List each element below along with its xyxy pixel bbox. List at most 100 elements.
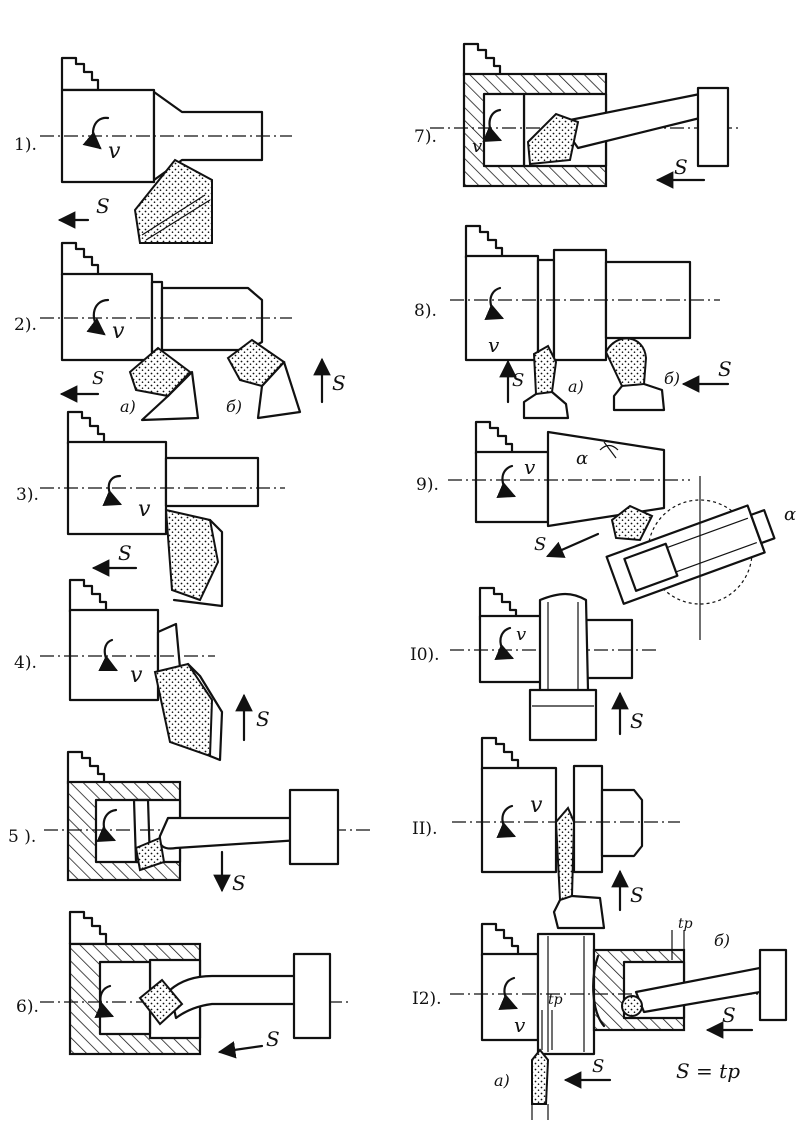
operation-7: 7). v S xyxy=(414,42,740,189)
label-s: S xyxy=(232,871,246,895)
label-s: S xyxy=(630,709,644,733)
chuck-jaw xyxy=(474,420,514,456)
boring-bar xyxy=(158,816,302,850)
label-b: б) xyxy=(226,397,242,416)
chuck-body xyxy=(480,766,558,874)
operation-2: 2). v S a) б) S xyxy=(14,241,346,422)
rotation-arrow xyxy=(96,808,118,842)
workpiece xyxy=(150,280,164,354)
rotation-arrow xyxy=(498,976,519,1011)
operation-3: 3). v S xyxy=(16,410,285,608)
label-n8: 8). xyxy=(414,301,437,321)
workpiece-shaft xyxy=(600,788,644,858)
chuck-jaw xyxy=(462,42,502,78)
operation-11: II). v S xyxy=(412,736,680,930)
workpiece xyxy=(164,456,260,508)
label-n11: II). xyxy=(412,819,437,839)
operation-10: I0). v S xyxy=(410,586,660,742)
label-n5: 5 ). xyxy=(8,827,36,847)
parting-tool xyxy=(554,806,576,902)
label-v: v xyxy=(108,139,121,164)
label-n4: 4). xyxy=(14,653,37,673)
tool-holder xyxy=(288,788,340,866)
label-tp-bottom: tp xyxy=(548,992,563,1008)
label-n6: 6). xyxy=(16,997,39,1017)
workpiece xyxy=(552,248,608,362)
cutting-tool xyxy=(164,508,220,602)
label-n2: 2). xyxy=(14,315,37,335)
cutting-tool xyxy=(133,158,213,244)
label-n12: I2). xyxy=(412,989,442,1009)
label-s2: S xyxy=(718,357,732,381)
chuck-jaw xyxy=(60,56,100,92)
rotation-arrow xyxy=(102,474,123,506)
rotation-arrow xyxy=(496,804,517,839)
rotation-arrow xyxy=(494,626,515,661)
cutting-tool-b xyxy=(604,337,648,388)
workpiece xyxy=(572,764,604,874)
cutting-tool-a xyxy=(531,1048,550,1105)
chuck-jaw xyxy=(68,910,108,946)
label-b: б) xyxy=(714,931,730,950)
label-s: S xyxy=(256,707,270,731)
cutting-tool xyxy=(526,112,580,166)
label-a: a) xyxy=(120,397,136,416)
rotation-arrow xyxy=(496,464,517,499)
operation-1: 1). v S xyxy=(14,56,292,244)
operation-9: α 9). v S α xyxy=(416,420,796,640)
label-v: v xyxy=(530,793,543,818)
chuck-jaw xyxy=(480,922,520,958)
rotation-arrow xyxy=(94,984,115,1019)
rotation-arrow xyxy=(482,108,503,142)
label-v: v xyxy=(112,319,125,344)
label-n10: I0). xyxy=(410,645,440,665)
label-v: v xyxy=(472,136,482,157)
rotation-arrow xyxy=(82,116,110,150)
label-tp-top: tp xyxy=(678,916,693,932)
label-s: S xyxy=(534,534,546,555)
operation-6: 6). S xyxy=(16,910,350,1059)
workpiece-shaft xyxy=(160,286,264,352)
chuck-body xyxy=(480,952,540,1042)
label-alpha: α xyxy=(576,448,588,469)
cutting-tool xyxy=(610,504,654,542)
label-n3: 3). xyxy=(16,485,39,505)
form-roller xyxy=(538,592,590,699)
label-alpha2: α xyxy=(784,504,796,525)
label-s: S xyxy=(266,1027,280,1051)
operation-4: 4). v S xyxy=(14,578,270,762)
chuck-jaw xyxy=(480,736,520,772)
chuck-jaw xyxy=(66,750,106,786)
chuck-jaw xyxy=(464,224,504,260)
roller-holder xyxy=(528,688,598,742)
tool-slide xyxy=(605,504,776,605)
rotation-arrow xyxy=(98,638,118,672)
label-v: v xyxy=(138,497,151,522)
rotation-arrow xyxy=(86,298,110,336)
operation-5: 5 ). S xyxy=(8,750,370,895)
label-s: S xyxy=(512,370,524,391)
label-n9: 9). xyxy=(416,475,439,495)
chuck-body xyxy=(478,614,544,684)
chuck-body xyxy=(474,450,550,524)
operation-8: 8). v S a) б) S xyxy=(414,224,732,420)
label-s-left: S xyxy=(592,1056,604,1077)
label-s: S xyxy=(630,883,644,907)
label-v: v xyxy=(514,1013,526,1037)
cutting-tool xyxy=(138,978,184,1026)
chuck-jaw xyxy=(60,241,100,277)
chuck-body xyxy=(68,608,160,702)
label-v: v xyxy=(516,624,526,645)
label-formula: S = tp xyxy=(676,1059,740,1083)
tapered-workpiece xyxy=(546,430,666,528)
label-s: S xyxy=(118,541,132,565)
label-v: v xyxy=(488,333,500,357)
workpiece xyxy=(156,622,182,674)
cutting-tool xyxy=(134,836,166,872)
label-s: S xyxy=(92,368,104,389)
cutting-tool-b xyxy=(621,995,643,1017)
label-n7: 7). xyxy=(414,127,437,147)
label-s2: S xyxy=(332,371,346,395)
label-s: S xyxy=(96,194,110,218)
